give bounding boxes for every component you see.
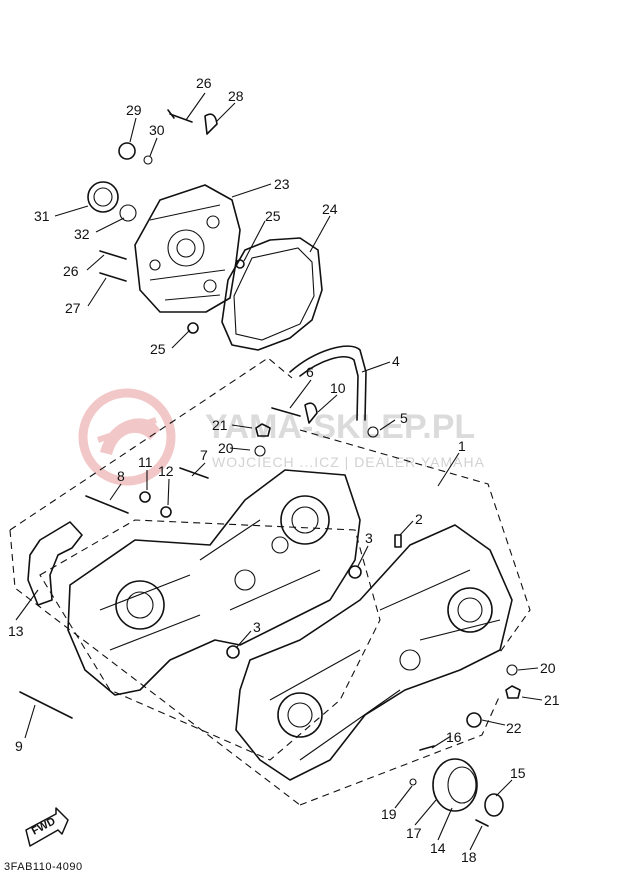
- callout-18: 18: [461, 849, 477, 865]
- cover-assembly-23: [134, 184, 241, 313]
- callout-1: 1: [458, 438, 466, 454]
- leader-lines: [15, 92, 543, 851]
- callout-30: 30: [149, 122, 165, 138]
- callout-8: 8: [117, 468, 125, 484]
- callout-20-lower: 20: [540, 660, 556, 676]
- watermark-logo-icon: [78, 388, 176, 486]
- forward-arrow-icon: FWD: [25, 807, 69, 847]
- left-hardware: [19, 402, 402, 719]
- callout-22: 22: [506, 720, 522, 736]
- callout-25-upper: 25: [265, 208, 281, 224]
- right-crankcase: [235, 524, 513, 781]
- callout-16: 16: [446, 729, 462, 745]
- callout-23: 23: [274, 176, 290, 192]
- callout-2: 2: [415, 511, 423, 527]
- callout-10: 10: [330, 380, 346, 396]
- callout-31: 31: [34, 208, 50, 224]
- callout-17: 17: [406, 825, 422, 841]
- callout-14: 14: [430, 840, 446, 856]
- callout-26-mid: 26: [63, 263, 79, 279]
- diagram-code: 3FAB110-4090: [4, 861, 83, 873]
- callout-19: 19: [381, 806, 397, 822]
- callout-5: 5: [400, 410, 408, 426]
- callout-32: 32: [74, 226, 90, 242]
- callout-25-lower: 25: [150, 341, 166, 357]
- callout-28: 28: [228, 88, 244, 104]
- callout-27: 27: [65, 300, 81, 316]
- callout-3-lower: 3: [253, 619, 261, 635]
- gasket-13: [27, 521, 83, 606]
- callout-9: 9: [15, 738, 23, 754]
- watermark-subtitle: WOJCIECH ...ICZ | DEALER YAMAHA: [212, 454, 485, 470]
- callout-4: 4: [392, 353, 400, 369]
- hose-4: [289, 345, 367, 421]
- upper-hardware: [87, 109, 245, 334]
- callout-labels: 26 28 29 30 23 31 32 25 24 26 27 25 4 6 …: [8, 75, 560, 865]
- watermark-title: YAMA-SKLEP.PL: [205, 408, 475, 446]
- callout-6: 6: [306, 364, 314, 380]
- callout-7: 7: [200, 447, 208, 463]
- callout-12: 12: [158, 463, 174, 479]
- callout-24: 24: [322, 201, 338, 217]
- callout-13: 13: [8, 623, 24, 639]
- inner-outline: [39, 519, 381, 761]
- left-crankcase: [67, 469, 362, 696]
- callout-21-upper: 21: [212, 417, 228, 433]
- callout-11: 11: [138, 454, 153, 470]
- callout-15: 15: [510, 765, 526, 781]
- callout-29: 29: [126, 102, 142, 118]
- callout-26-top: 26: [196, 75, 212, 91]
- callout-20-upper: 20: [218, 440, 234, 456]
- watermark: YAMA-SKLEP.PL WOJCIECH ...ICZ | DEALER Y…: [78, 388, 485, 486]
- callout-3-upper: 3: [365, 530, 373, 546]
- lower-right-parts: [409, 664, 521, 827]
- callout-21-lower: 21: [544, 692, 560, 708]
- gasket-24: [221, 237, 323, 351]
